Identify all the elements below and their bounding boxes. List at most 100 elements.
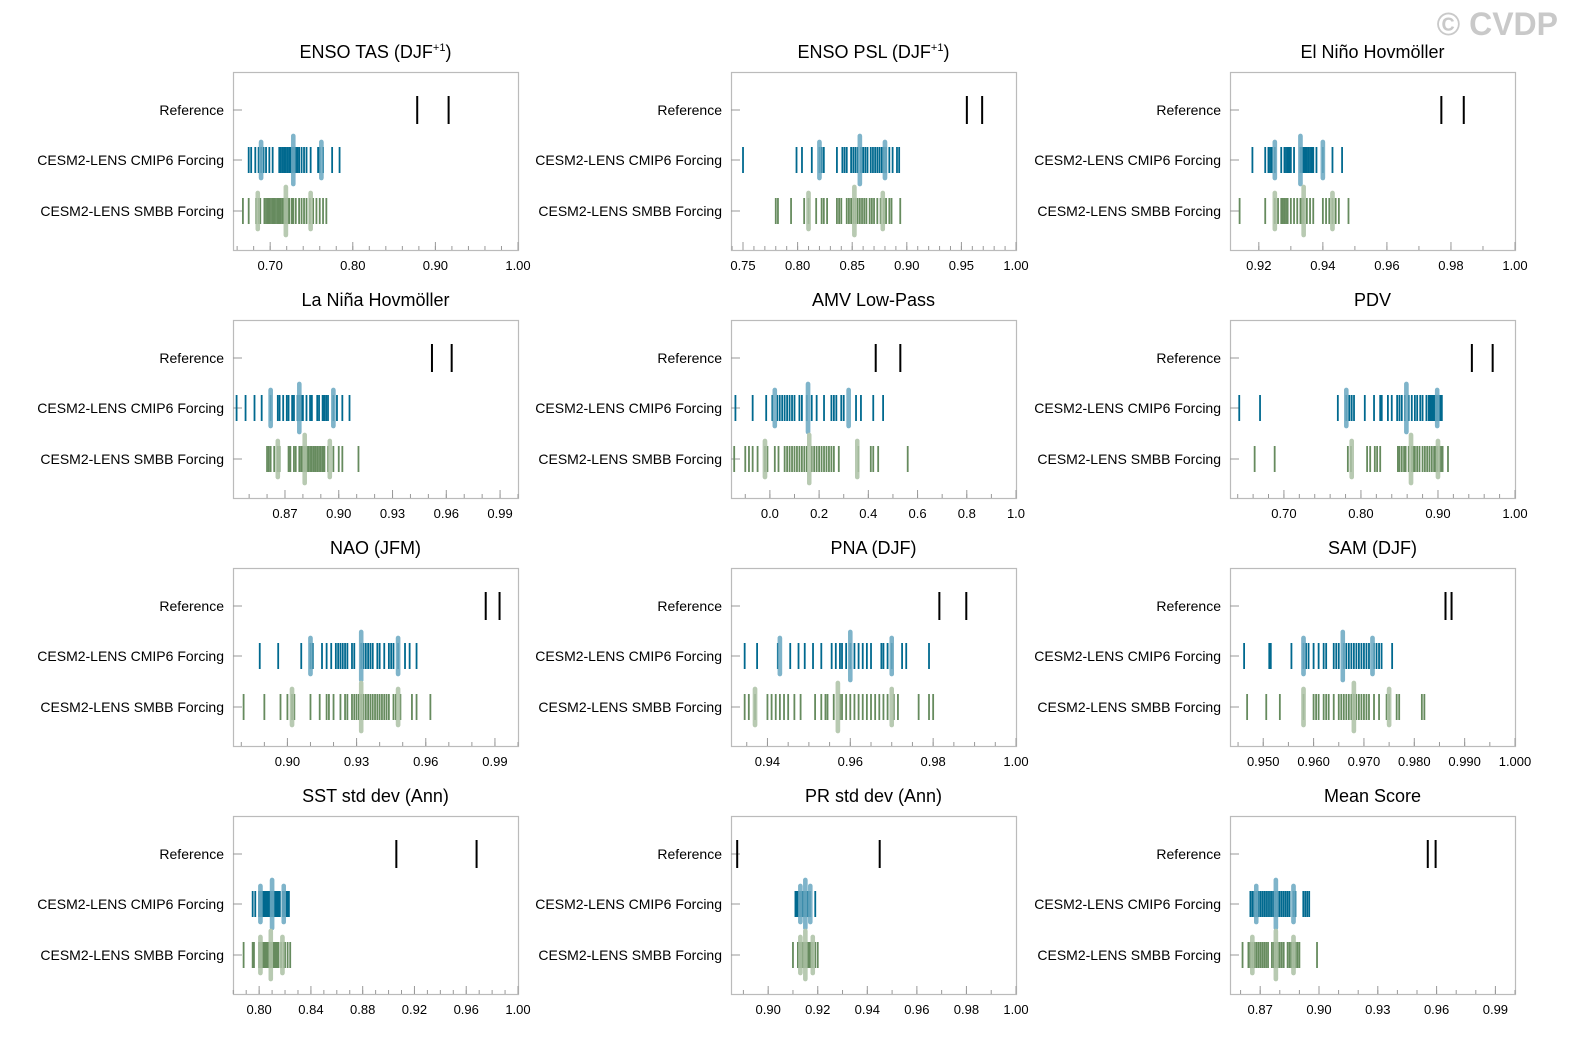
panel-title-suffix: ) <box>445 42 451 62</box>
x-tick-label: 0.6 <box>909 506 927 521</box>
plot-frame <box>232 71 520 252</box>
plot-frame <box>730 567 1018 748</box>
plot-frame <box>232 567 520 748</box>
x-tick-label: 0.90 <box>423 258 448 273</box>
panel-title-text: SST std dev (Ann) <box>302 786 449 806</box>
x-tick-label: 1.00 <box>1502 506 1527 521</box>
x-tick-label: 0.70 <box>1271 506 1296 521</box>
row-label: CESM2-LENS SMBB Forcing <box>40 203 224 219</box>
x-tick-label: 1.00 <box>1003 258 1028 273</box>
row-label: CESM2-LENS CMIP6 Forcing <box>535 152 722 168</box>
panel-title-text: SAM (DJF) <box>1328 538 1417 558</box>
x-tick-label: 0.99 <box>482 754 507 769</box>
row-label: CESM2-LENS CMIP6 Forcing <box>535 896 722 912</box>
x-tick-label: 0.87 <box>1248 1002 1273 1017</box>
x-tick-label: 0.96 <box>434 506 459 521</box>
x-tick-label: 0.90 <box>326 506 351 521</box>
x-tick-label: 0.94 <box>855 1002 880 1017</box>
x-tick-label: 0.90 <box>1425 506 1450 521</box>
panel-title: ENSO PSL (DJF+1) <box>798 42 950 62</box>
row-label: Reference <box>657 846 722 862</box>
row-label: CESM2-LENS CMIP6 Forcing <box>1034 896 1221 912</box>
x-tick-label: 0.8 <box>958 506 976 521</box>
row-label: CESM2-LENS SMBB Forcing <box>538 699 722 715</box>
plot-frame <box>232 319 520 500</box>
x-tick-label: 0.84 <box>298 1002 323 1017</box>
x-tick-label: 0.960 <box>1297 754 1330 769</box>
row-label: CESM2-LENS SMBB Forcing <box>1037 203 1221 219</box>
x-tick-label: 1.00 <box>1003 1002 1028 1017</box>
x-tick-label: 0.92 <box>805 1002 830 1017</box>
x-tick-label: 0.94 <box>755 754 780 769</box>
panel-title-text: ENSO TAS (DJF <box>300 42 433 62</box>
panel-title: NAO (JFM) <box>330 538 421 558</box>
panel-title: La Niña Hovmöller <box>301 290 449 310</box>
row-label: CESM2-LENS SMBB Forcing <box>1037 699 1221 715</box>
x-tick-label: 0.92 <box>1246 258 1271 273</box>
x-tick-label: 0.98 <box>1438 258 1463 273</box>
panel-title: ENSO TAS (DJF+1) <box>300 42 452 62</box>
panel-title: Mean Score <box>1324 786 1421 806</box>
x-tick-label: 0.80 <box>340 258 365 273</box>
x-tick-label: 0.93 <box>380 506 405 521</box>
x-tick-label: 0.99 <box>1483 1002 1508 1017</box>
row-label: CESM2-LENS SMBB Forcing <box>40 699 224 715</box>
x-tick-label: 0.990 <box>1448 754 1481 769</box>
row-label: CESM2-LENS CMIP6 Forcing <box>1034 400 1221 416</box>
plot-frame <box>730 319 1018 500</box>
panel-title: AMV Low-Pass <box>812 290 935 310</box>
plot-frame <box>730 815 1018 996</box>
row-label: CESM2-LENS SMBB Forcing <box>538 203 722 219</box>
x-tick-label: 0.87 <box>272 506 297 521</box>
row-label: Reference <box>1156 846 1221 862</box>
panel-title-text: ENSO PSL (DJF <box>798 42 931 62</box>
row-label: CESM2-LENS CMIP6 Forcing <box>37 400 224 416</box>
panel-title-text: La Niña Hovmöller <box>301 290 449 310</box>
x-tick-label: 0.80 <box>785 258 810 273</box>
x-tick-label: 0.96 <box>454 1002 479 1017</box>
panel-title-text: PDV <box>1354 290 1391 310</box>
x-tick-label: 1.00 <box>1003 754 1028 769</box>
cvdp-watermark: © CVDP <box>1437 6 1558 42</box>
x-tick-label: 0.2 <box>810 506 828 521</box>
row-label: Reference <box>159 846 224 862</box>
x-tick-label: 0.93 <box>1365 1002 1390 1017</box>
plot-frame <box>1229 815 1517 996</box>
row-label: CESM2-LENS SMBB Forcing <box>40 947 224 963</box>
row-label: CESM2-LENS CMIP6 Forcing <box>535 648 722 664</box>
x-tick-label: 0.980 <box>1398 754 1431 769</box>
row-label: CESM2-LENS SMBB Forcing <box>538 947 722 963</box>
panel-title-superscript: +1 <box>433 42 446 54</box>
x-tick-label: 0.950 <box>1247 754 1280 769</box>
x-tick-label: 0.90 <box>756 1002 781 1017</box>
x-tick-label: 0.80 <box>246 1002 271 1017</box>
row-label: Reference <box>159 350 224 366</box>
panel-title-suffix: ) <box>943 42 949 62</box>
x-tick-label: 0.96 <box>413 754 438 769</box>
x-tick-label: 0.88 <box>350 1002 375 1017</box>
row-label: Reference <box>159 102 224 118</box>
panel-title-text: AMV Low-Pass <box>812 290 935 310</box>
panel-title: PNA (DJF) <box>830 538 916 558</box>
x-tick-label: 1.0 <box>1007 506 1025 521</box>
plot-frame <box>1229 71 1517 252</box>
x-tick-label: 0.92 <box>402 1002 427 1017</box>
x-tick-label: 1.00 <box>505 1002 530 1017</box>
x-tick-label: 0.85 <box>840 258 865 273</box>
panel-title-text: PR std dev (Ann) <box>805 786 942 806</box>
panel-title-text: PNA (DJF) <box>830 538 916 558</box>
row-label: Reference <box>159 598 224 614</box>
x-tick-label: 0.80 <box>1348 506 1373 521</box>
x-tick-label: 0.95 <box>949 258 974 273</box>
row-label: CESM2-LENS CMIP6 Forcing <box>37 896 224 912</box>
x-tick-label: 1.000 <box>1499 754 1532 769</box>
row-label: CESM2-LENS SMBB Forcing <box>538 451 722 467</box>
row-label: CESM2-LENS CMIP6 Forcing <box>1034 648 1221 664</box>
